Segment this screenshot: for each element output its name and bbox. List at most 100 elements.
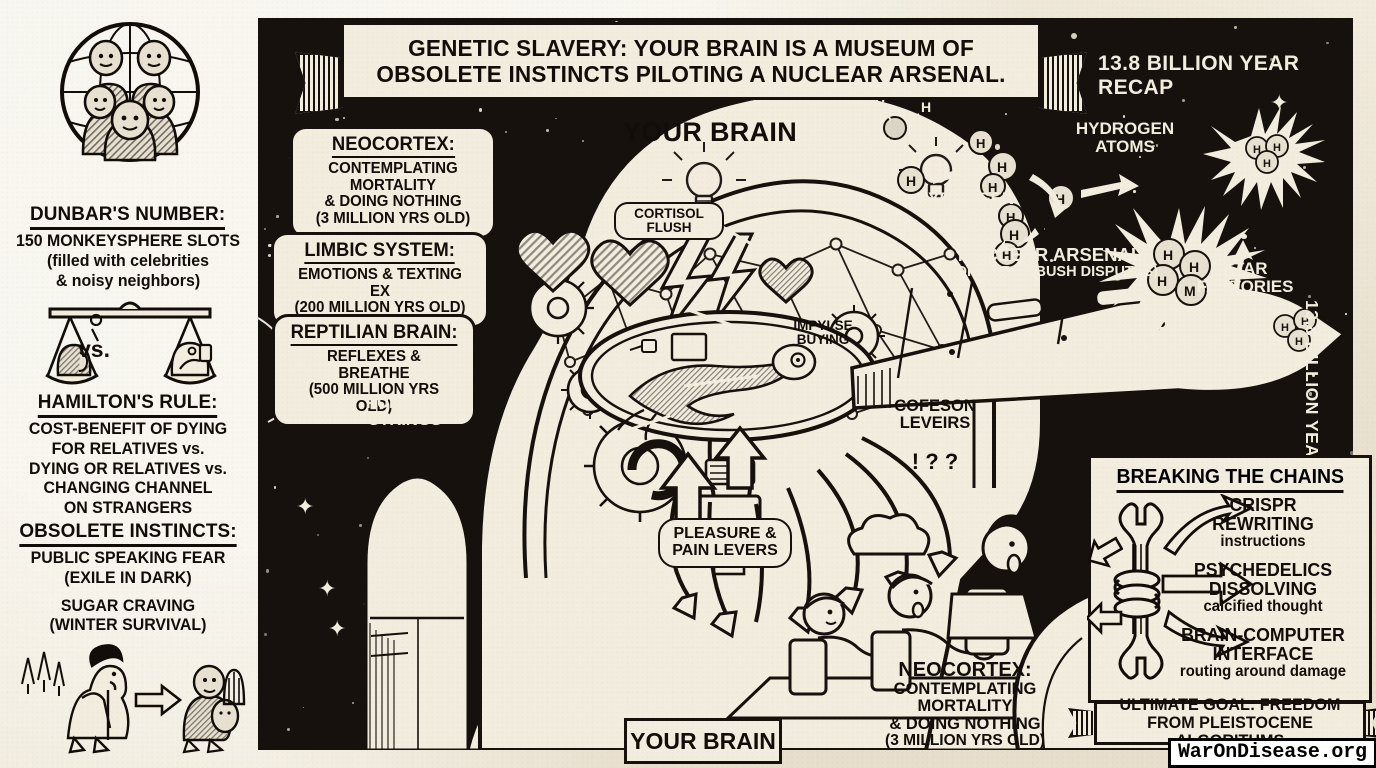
heart-icon [515,229,814,308]
callout-neocortex-line1: CONTEMPLATING MORTALITY [328,160,458,194]
chain-item-psychedelics[interactable]: PSYCHEDELICS DISSOLVING calcified though… [1193,559,1333,615]
pleasure-pain-levers-pill: PLEASURE & PAIN LEVERS [658,518,792,568]
recap-heading: 13.8 BILLION YEAR RECAP [1098,52,1300,99]
svg-text:H: H [1157,273,1167,289]
flow-arrow [933,160,1139,254]
your-brain-bottom-plaque: YOUR BRAIN [624,718,782,764]
callout-limbic-line2: (200 MILLION YRS OLD) [294,299,466,317]
svg-text:H: H [976,136,985,151]
arrow-right-icon [134,683,183,717]
rocket-fuselage [364,475,470,750]
h-atom: H H H [1273,308,1317,352]
lizard-icon [617,332,817,441]
caveman-to-ape-icon [10,628,248,756]
obsolete-title: OBSOLETE INSTINCTS: [19,520,237,547]
h-atom: H H H [994,203,1030,267]
chain-item-bci[interactable]: BRAIN-COMPUTER INTERFACE routing around … [1179,624,1347,680]
h-atom: H [897,166,925,194]
callout-reptilian-brain[interactable]: REPTILIAN BRAIN: REFLEXES & BREATHE (500… [272,314,476,427]
ultimate-goal-banner: ULTIMATE GOAL: FREEDOM FROM PLEISTOCENE … [1094,696,1366,749]
callout-neocortex-title: NEOCORTEX: [331,134,455,159]
svg-text:H: H [1281,322,1289,334]
hamilton-title: HAMILTON'S RULE: [38,391,218,418]
callout-reptilian-line2: (500 MILLION YRS OLD) [308,381,440,416]
callout-neocortex-line3: (3 MILLION YRS OLD) [315,210,471,228]
hamilton-line3: DYING OR RELATIVES vs. [29,458,227,478]
sidebar-item-obsolete-instincts[interactable]: OBSOLETE INSTINCTS: PUBLIC SPEAKING FEAR… [0,520,256,634]
chain-item-crispr[interactable]: CRISPR REWRITING instructions [1212,494,1314,550]
svg-text:H: H [1006,210,1015,225]
svg-text:H: H [906,173,916,189]
svg-text:H: H [1055,191,1065,207]
left-sidebar: DUNBAR'S NUMBER: 150 MONKEYSPHERE SLOTS … [0,0,256,768]
sidebar-item-hamiltons-rule[interactable]: HAMILTON'S RULE: COST-BENEFIT OF DYING F… [0,391,256,517]
impulse-buying-pill: IMPYLSE BUYING [793,318,853,348]
chains-heading: BREAKING THE CHAINS [1099,466,1361,493]
fused-atoms: H H H M [1147,238,1211,306]
monkeysphere-globe-icon [55,14,205,174]
star-factories-label: STAR FACTORIES [1196,259,1294,296]
hydrogen-atoms-label-left: HYDROGEN ATOMS [915,189,1015,226]
hydrogen-atoms-label-right: HYDROGEN ATOMS [1075,119,1175,156]
hamilton-line2: FOR RELATIVES vs. [51,438,205,458]
lightning-icon [659,232,758,337]
callout-neocortex[interactable]: NEOCORTEX: CONTEMPLATING MORTALITY & DOI… [290,126,496,239]
hamilton-line5: ON STRANGERS [63,498,193,517]
svg-text:H: H [997,159,1007,175]
callout-reptilian-title: REPTILIAN BRAIN: [290,322,458,347]
svg-text:H: H [1273,142,1281,154]
callout-leader-lines [621,208,758,434]
obsolete-line3: SUGAR CRAVING [60,595,196,615]
nuclear-arsenal-label: NUCLEAR ARSENAL (FOR BERRY BUSH DISPUTES… [942,244,1158,281]
pleasure-pain-arrow [658,425,768,568]
scale-vs-label: vs. [78,336,110,362]
chain-break-arrows-left [1087,536,1123,636]
breaking-the-chains-panel: BREAKING THE CHAINS [1087,455,1372,703]
svg-text:H: H [1189,259,1199,275]
neocortex-bottom-label: NEOCORTEX: CONTEMPLATING MORTALITY & DOI… [885,659,1045,749]
dunbar-line1: 150 MONKEYSPHERE SLOTS [16,231,240,250]
fused-atoms-small: H H H [1245,134,1289,174]
puppeteer-strings-label: PUPETER STRINGS [366,394,444,430]
headline-text: GENETIC SLAVERY: YOUR BRAIN IS A MUSEUM … [376,34,1006,87]
obsolete-line4: (WINTER SURVIVAL) [49,615,207,635]
confusion-marks: ! ? ? [911,449,959,474]
your-brain-top-label: YOUR BRAIN [622,117,797,147]
callout-limbic-line1: EMOTIONS & TEXTING EX [298,266,462,300]
chain-break-arrows-right [1161,494,1255,660]
svg-text:H: H [988,180,997,195]
hamilton-line4: CHANGING CHANNEL [43,478,213,498]
h-atom: H H H [968,129,1018,199]
watermark: WarOnDisease.org [1168,738,1376,768]
svg-text:H: H [1009,227,1019,243]
svg-text:H: H [1163,247,1173,263]
callout-limbic-title: LIMBIC SYSTEM: [304,240,456,265]
puppeteer-leader [621,414,671,434]
callout-limbic-system[interactable]: LIMBIC SYSTEM: EMOTIONS & TEXTING EX (20… [271,232,489,329]
obsolete-line2: (EXILE IN DARK) [64,567,192,587]
svg-text:H: H [1295,336,1303,348]
headline-banner: GENETIC SLAVERY: YOUR BRAIN IS A MUSEUM … [295,22,1087,114]
headline-banner-body: GENETIC SLAVERY: YOUR BRAIN IS A MUSEUM … [341,22,1041,100]
svg-text:H: H [921,99,931,115]
dunbar-line3: & noisy neighbors) [55,270,201,290]
callout-reptilian-line1: REFLEXES & BREATHE [326,348,421,382]
balance-scale-icon [40,295,220,405]
wrench-with-chain-icon [1097,496,1177,686]
svg-text:H: H [873,143,883,159]
confusion-levers-label: COFESON LEVEIRS [894,397,976,433]
callout-neocortex-line2: & DOING NOTHING [324,193,462,211]
svg-text:H: H [1301,316,1309,328]
dunbar-line2: (filled with celebrities [47,250,210,270]
nuclear-rocket [850,265,1347,410]
svg-text:H: H [1253,144,1261,156]
svg-text:H: H [1263,158,1271,170]
hydrogen-atom-icon [883,116,907,140]
dunbar-title: DUNBAR'S NUMBER: [30,203,226,230]
svg-text:H: H [1002,248,1011,263]
sidebar-item-dunbars-number[interactable]: DUNBAR'S NUMBER: 150 MONKEYSPHERE SLOTS … [0,203,256,289]
hamilton-line1: COST-BENEFIT OF DYING [28,419,228,438]
svg-text:M: M [1184,283,1196,299]
